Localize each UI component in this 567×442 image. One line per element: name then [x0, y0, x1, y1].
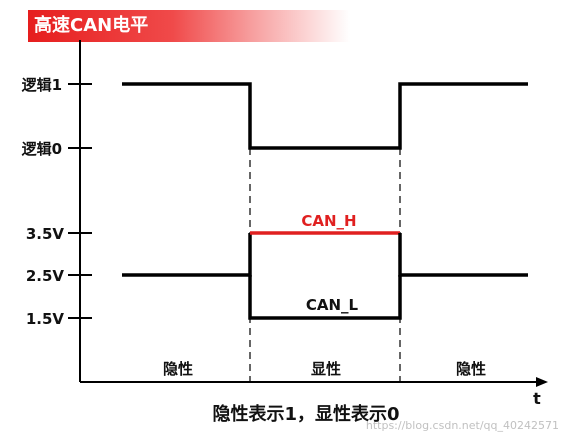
region-left-recessive: 隐性 — [163, 360, 193, 378]
caption: 隐性表示1，显性表示0 — [212, 403, 399, 425]
x-axis-label: t — [533, 389, 541, 408]
can-l-waveform — [248, 275, 402, 320]
label-can-h: CAN_H — [301, 212, 356, 230]
logic-waveform — [122, 82, 528, 150]
label-1-5v: 1.5V — [26, 310, 65, 328]
can-h-rise — [122, 233, 252, 277]
label-2-5v: 2.5V — [26, 267, 65, 285]
region-middle-dominant: 显性 — [311, 360, 341, 378]
x-axis-arrow-icon — [536, 377, 548, 387]
diagram-title: 高速CAN电平 — [34, 15, 149, 36]
label-logic0: 逻辑0 — [22, 140, 62, 158]
label-can-l: CAN_L — [306, 296, 359, 314]
label-3-5v: 3.5V — [26, 225, 65, 243]
title-bar — [28, 10, 350, 42]
label-logic1: 逻辑1 — [22, 76, 62, 94]
can-h-fall — [398, 233, 528, 277]
watermark: https://blog.csdn.net/qq_40242571 — [365, 419, 559, 432]
region-right-recessive: 隐性 — [456, 360, 486, 378]
